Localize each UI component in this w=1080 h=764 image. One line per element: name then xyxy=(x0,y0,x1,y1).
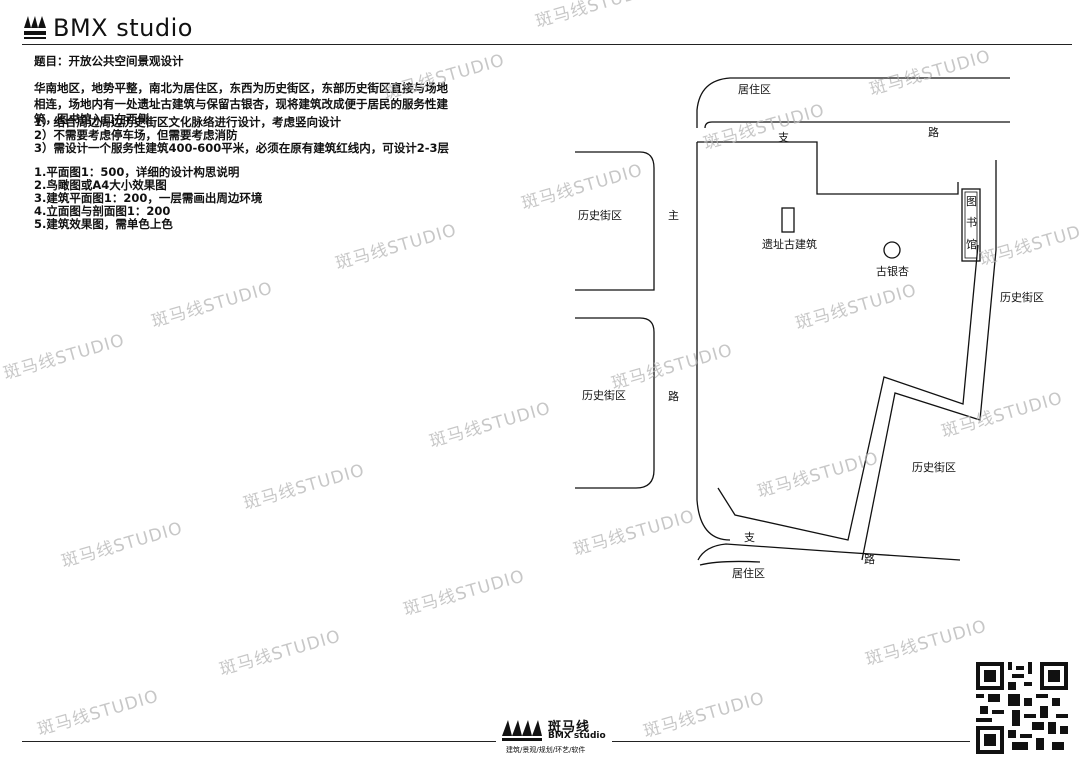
intro-line: 筑，图书馆入口在西侧 xyxy=(34,112,149,126)
header-divider xyxy=(22,44,1072,45)
deliverable-item: 4.立面图与剖面图1：200 xyxy=(34,204,171,218)
footer-tagline: 建筑/景观/规划/环艺/软件 xyxy=(506,746,586,754)
deliverable-item: 2.鸟瞰图或A4大小效果图 xyxy=(34,178,167,192)
ginkgo-tree-icon xyxy=(883,241,901,259)
site-boundary xyxy=(697,141,959,195)
qr-code-icon xyxy=(976,662,1068,754)
constraint-item: 1）结合周边周边历史街区文化脉络进行设计，考虑竖向设计 xyxy=(34,115,341,129)
deliverable-item: 5.建筑效果图，需单色上色 xyxy=(34,217,173,231)
site-boundary xyxy=(696,142,731,541)
footer-divider xyxy=(612,741,970,742)
east-road-edge xyxy=(861,160,997,561)
intro-line: 华南地区，地势平整，南北为居住区，东西为历史街区，东部历史街区直接与场地 xyxy=(34,81,448,95)
requirements: 1）结合周边周边历史街区文化脉络进行设计，考虑竖向设计 2）不需要考虑停车场，但… xyxy=(34,116,554,155)
label-main-road: 主 xyxy=(668,209,679,222)
west-block-bottom xyxy=(575,317,655,489)
north-road-edge xyxy=(704,121,1010,129)
label-ruin-building: 遗址古建筑 xyxy=(762,237,817,251)
label-ginkgo: 古银杏 xyxy=(876,264,909,278)
label-residential-south: 居住区 xyxy=(732,566,765,580)
ruin-building-icon xyxy=(781,207,795,233)
watermark: 斑马线STUDIO xyxy=(641,688,768,743)
watermark: 斑马线STUDIO xyxy=(241,460,368,515)
zebra-logo-icon xyxy=(24,16,46,39)
watermark: 斑马线STUDIO xyxy=(149,278,276,333)
label-branch-road-south: 支 xyxy=(744,531,755,544)
north-road-edge xyxy=(696,77,1010,128)
watermark: 斑马线STUDIO xyxy=(59,518,186,573)
deliverable-item: 3.建筑平面图1：200，一层需画出周边环境 xyxy=(34,191,263,205)
watermark: 斑马线STUDIO xyxy=(35,686,162,741)
watermark: 斑马线STUDIO xyxy=(427,398,554,453)
label-main-road: 路 xyxy=(668,390,679,403)
label-library: 馆 xyxy=(966,237,977,251)
intro-line: 相连，场地内有一处遗址古建筑与保留古银杏，现将建筑改成便于居民的服务性建 xyxy=(34,96,448,111)
watermark: 斑马线STUDIO xyxy=(863,616,990,671)
label-historic-west: 历史街区 xyxy=(578,208,622,222)
south-road-edge xyxy=(699,560,761,566)
label-historic-east: 历史街区 xyxy=(1000,290,1044,304)
page-title: 题目：开放公共空间景观设计 xyxy=(34,54,184,68)
label-residential-north: 居住区 xyxy=(738,82,771,96)
label-branch-road-south: 路 xyxy=(864,553,875,566)
label-library: 图 xyxy=(966,195,977,208)
site-map: 居住区 支 路 主 路 历史街区 历史街区 历史街区 历史街区 遗址古建筑 古银… xyxy=(575,77,1044,580)
footer-divider xyxy=(22,741,496,742)
footer-brand: 斑马线 xyxy=(548,720,591,735)
site-boundary xyxy=(717,244,979,541)
west-block-top xyxy=(575,151,655,291)
intro-text: 华南地区，地势平整，南北为居住区，东西为历史街区，东部历史街区直接与场地 相连，… xyxy=(34,81,544,128)
label-historic-west: 历史街区 xyxy=(582,388,626,402)
deliverable-item: 1.平面图1：500，详细的设计构思说明 xyxy=(34,165,240,179)
library-building xyxy=(961,188,981,262)
constraint-item: 3）需设计一个服务性建筑400-600平米，必须在原有建筑红线内，可设计2-3层 xyxy=(34,141,450,155)
page-header: BMX studio xyxy=(0,0,1080,48)
watermark: 斑马线STUDIO xyxy=(1,330,128,385)
south-road-edge xyxy=(697,543,961,561)
constraint-item: 2）不需要考虑停车场，但需要考虑消防 xyxy=(34,128,238,142)
label-historic-east: 历史街区 xyxy=(912,460,956,474)
label-branch-road-north: 支 xyxy=(778,131,789,144)
watermark: 斑马线STUDIO xyxy=(217,626,344,681)
label-library: 书 xyxy=(966,216,977,229)
label-branch-road-north: 路 xyxy=(928,126,939,139)
watermark: 斑马线STUDIO xyxy=(401,566,528,621)
deliverables-list: 1.平面图1：500，详细的设计构思说明 2.鸟瞰图或A4大小效果图 3.建筑平… xyxy=(34,166,554,231)
footer-subtitle: BMX studio xyxy=(548,731,606,741)
zebra-logo-icon xyxy=(502,720,542,741)
brand-name: BMX studio xyxy=(53,14,193,42)
